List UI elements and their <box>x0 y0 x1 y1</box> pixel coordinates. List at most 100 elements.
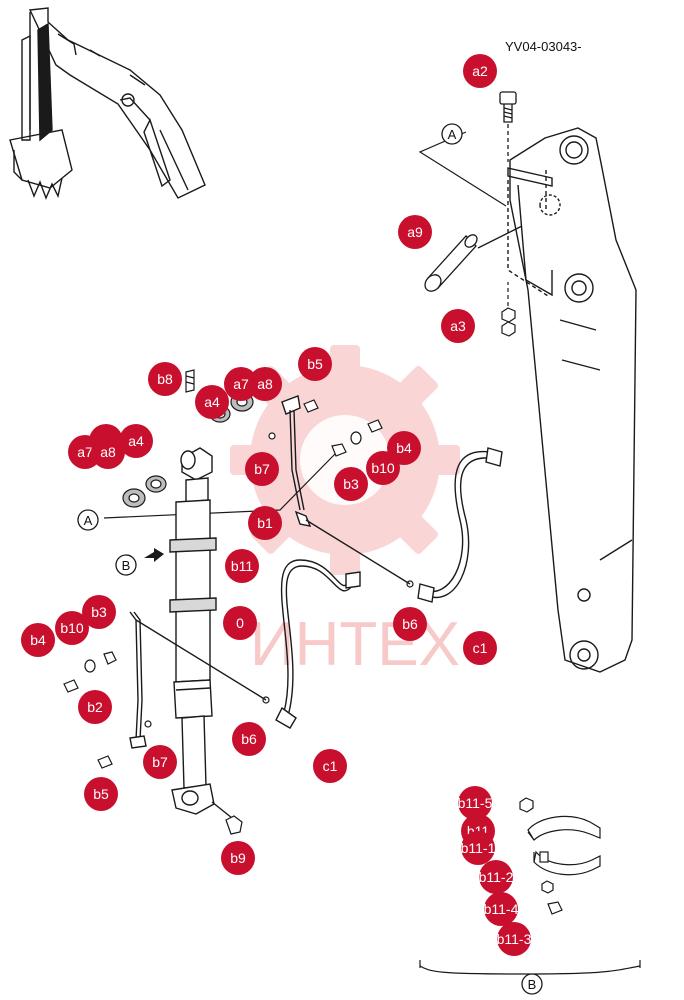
view-label-b-detail-text: B <box>528 977 537 992</box>
callout-label: b5 <box>307 356 323 372</box>
callout-b9[interactable]: b9 <box>221 841 255 875</box>
callout-label: b11-4 <box>484 901 519 917</box>
callouts-layer: a2a9a3b8b5a4a7a8a6a4a7a8b4b10b7b3b1b110b… <box>21 54 532 956</box>
callout-marker <box>441 309 475 343</box>
callout-part-0[interactable]: 0 <box>223 606 257 640</box>
callout-label: b3 <box>343 476 359 492</box>
callout-b2[interactable]: b2 <box>78 690 112 724</box>
view-label-a-left: A <box>77 509 99 531</box>
callout-label: c1 <box>473 640 488 656</box>
excavator-overview <box>9 7 206 200</box>
callout-marker <box>221 841 255 875</box>
callout-b5-top[interactable]: b5 <box>298 347 332 381</box>
callout-marker <box>143 745 177 779</box>
callout-b11-4[interactable]: b11-4 <box>484 892 519 926</box>
view-label-b-arrow: B <box>115 554 137 576</box>
bolt-a2-icon <box>499 91 517 162</box>
callout-b11-1[interactable]: b11-1 <box>461 831 496 865</box>
callout-b6-right[interactable]: b6 <box>393 607 427 641</box>
callout-marker <box>458 786 492 820</box>
callout-label: a3 <box>450 318 466 334</box>
callout-a8-left[interactable]: a8 <box>91 435 125 469</box>
callout-marker <box>398 215 432 249</box>
callout-label: b11-3 <box>497 931 532 947</box>
callout-a7-right[interactable]: a7 <box>224 367 258 401</box>
callout-label: b4 <box>30 632 46 648</box>
callout-marker <box>55 611 89 645</box>
callout-marker <box>479 860 513 894</box>
view-label-a-top-text: A <box>448 127 457 142</box>
callout-b11[interactable]: b11 <box>225 549 259 583</box>
callout-b5-bottom[interactable]: b5 <box>84 777 118 811</box>
callout-marker <box>463 54 497 88</box>
callout-b11-2[interactable]: b11-2 <box>479 860 514 894</box>
boom-assembly <box>507 127 637 673</box>
callout-marker <box>393 607 427 641</box>
callout-label: a9 <box>407 224 423 240</box>
callout-a9[interactable]: a9 <box>398 215 432 249</box>
callout-b7-top[interactable]: b7 <box>245 452 279 486</box>
callout-marker <box>224 367 258 401</box>
callout-marker <box>78 690 112 724</box>
callout-label: a8 <box>257 376 273 392</box>
bolts-and-clamps <box>63 399 383 769</box>
callout-a4-left[interactable]: a4 <box>119 424 153 458</box>
callout-label: b7 <box>152 754 168 770</box>
callout-label: b1 <box>257 515 273 531</box>
callout-b3-left[interactable]: b3 <box>82 595 116 629</box>
callout-marker <box>21 623 55 657</box>
callout-b10-top[interactable]: b10 <box>366 451 400 485</box>
callout-b3-top[interactable]: b3 <box>334 467 368 501</box>
callout-marker <box>463 631 497 665</box>
callout-label: a4 <box>128 433 144 449</box>
callout-c1-right[interactable]: c1 <box>463 631 497 665</box>
callout-marker <box>148 362 182 396</box>
callout-b7-bottom[interactable]: b7 <box>143 745 177 779</box>
callout-label: b6 <box>402 616 418 632</box>
callout-label: b5 <box>93 786 109 802</box>
callout-marker <box>366 451 400 485</box>
callout-label: a7 <box>77 444 93 460</box>
callout-label: b11-1 <box>461 840 496 856</box>
pin-a9-icon <box>424 225 523 292</box>
watermark-text: ИНТЕХ <box>250 610 460 679</box>
callout-marker <box>119 424 153 458</box>
callout-label: b10 <box>60 620 84 636</box>
nut-a3-icon <box>501 282 516 337</box>
callout-label: a8 <box>100 444 116 460</box>
callout-b1[interactable]: b1 <box>248 506 282 540</box>
callout-marker <box>248 367 282 401</box>
callout-label: b10 <box>371 460 395 476</box>
callout-marker <box>248 506 282 540</box>
detail-b-clamp <box>419 797 641 975</box>
callout-marker <box>82 595 116 629</box>
callout-marker <box>223 606 257 640</box>
callout-b8[interactable]: b8 <box>148 362 182 396</box>
callout-label: b7 <box>254 461 270 477</box>
callout-label: c1 <box>323 758 338 774</box>
callout-a8-right[interactable]: a8 <box>248 367 282 401</box>
callout-a4-right[interactable]: a4 <box>195 385 229 419</box>
callout-marker <box>91 435 125 469</box>
callout-label: b11 <box>231 558 254 574</box>
callout-label: a7 <box>233 376 249 392</box>
callout-b4-left[interactable]: b4 <box>21 623 55 657</box>
callout-label: b9 <box>230 850 246 866</box>
hydraulic-hoses <box>275 447 503 729</box>
callout-label: b4 <box>396 440 412 456</box>
callout-c1-bottom[interactable]: c1 <box>313 749 347 783</box>
view-label-a-top: A <box>441 123 463 145</box>
callout-b10-left[interactable]: b10 <box>55 611 89 645</box>
callout-label: b2 <box>87 699 103 715</box>
callout-a2[interactable]: a2 <box>463 54 497 88</box>
callout-label: b11-5 <box>458 795 493 811</box>
callout-label: a4 <box>204 394 220 410</box>
callout-label: 0 <box>236 615 244 631</box>
callout-b6-bottom[interactable]: b6 <box>232 722 266 756</box>
callout-a3[interactable]: a3 <box>441 309 475 343</box>
callout-marker <box>232 722 266 756</box>
callout-b11-3[interactable]: b11-3 <box>497 922 532 956</box>
callout-b11-5[interactable]: b11-5 <box>458 786 493 820</box>
callout-marker <box>195 385 229 419</box>
callout-marker <box>225 549 259 583</box>
